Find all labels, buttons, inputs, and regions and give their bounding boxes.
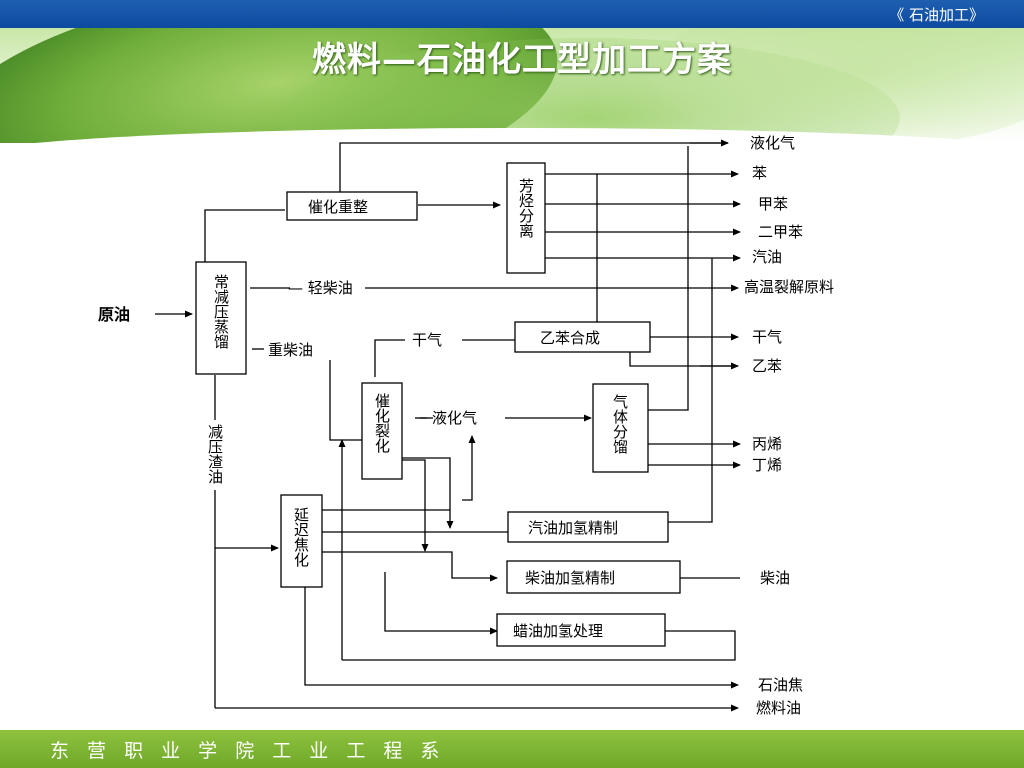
- vacuum-residue-label: 减压渣油: [206, 424, 224, 484]
- distillation-label: 常减压蒸馏: [212, 274, 230, 349]
- coking-label: 延迟焦化: [292, 507, 310, 567]
- product-cracking-feed: 高温裂解原料: [744, 278, 834, 296]
- top-bar: 《 石油加工》: [0, 0, 1024, 28]
- product-ethylbenzene: 乙苯: [752, 357, 782, 375]
- heavy-diesel-label: 重柴油: [268, 341, 313, 359]
- reforming-label: 催化重整: [308, 198, 368, 216]
- gasoline-hdt-label: 汽油加氢精制: [528, 519, 618, 537]
- product-petroleum-coke: 石油焦: [758, 676, 803, 694]
- gasoline-hdt-box: [507, 511, 669, 543]
- lpg-stream-label: 液化气: [432, 409, 477, 427]
- coking-box: [280, 494, 323, 588]
- product-butylene: 丁烯: [752, 456, 782, 474]
- product-toluene: 甲苯: [758, 195, 788, 213]
- footer-bar: 东 营 职 业 学 院 工 业 工 程 系: [0, 730, 1024, 768]
- reforming-box: [286, 191, 418, 221]
- product-propylene: 丙烯: [752, 435, 782, 453]
- product-xylene: 二甲苯: [758, 223, 803, 241]
- gas-separation-box: [592, 383, 649, 473]
- product-fuel-oil: 燃料油: [756, 699, 801, 717]
- product-benzene: 苯: [752, 164, 767, 182]
- fcc-label: 催化裂化: [373, 393, 391, 453]
- flow-lines: [155, 139, 741, 712]
- course-label: 《 石油加工》: [889, 6, 984, 24]
- aromatics-separation-box: [506, 162, 546, 274]
- diesel-hdt-box: [506, 560, 681, 594]
- slide-title: 燃料—石油化工型加工方案: [312, 40, 732, 80]
- ethylbenzene-box: [514, 321, 651, 353]
- institution-label: 东 营 职 业 学 院 工 业 工 程 系: [50, 740, 446, 762]
- fcc-box: [361, 382, 403, 480]
- leaf-decoration-3: [650, 28, 1024, 143]
- product-lpg: 液化气: [750, 134, 795, 152]
- product-dry-gas: 干气: [752, 328, 782, 346]
- dry-gas-stream-label: 干气: [412, 331, 442, 349]
- distillation-box: [195, 261, 247, 375]
- aromatics-separation-label: 芳烃分离: [517, 178, 535, 238]
- diesel-hdt-label: 柴油加氢精制: [525, 569, 615, 587]
- wax-hdt-label: 蜡油加氢处理: [513, 622, 603, 640]
- gas-separation-label: 气体分馏: [611, 394, 629, 454]
- crude-oil-label: 原油: [98, 305, 130, 324]
- light-diesel-label: — 轻柴油: [288, 279, 353, 297]
- banner-white-curve: [0, 128, 1024, 143]
- wax-hdt-box: [496, 613, 666, 647]
- ethylbenzene-label: 乙苯合成: [540, 329, 600, 347]
- product-diesel: 柴油: [760, 569, 790, 587]
- product-gasoline: 汽油: [752, 248, 782, 266]
- header-banner: [0, 28, 1024, 143]
